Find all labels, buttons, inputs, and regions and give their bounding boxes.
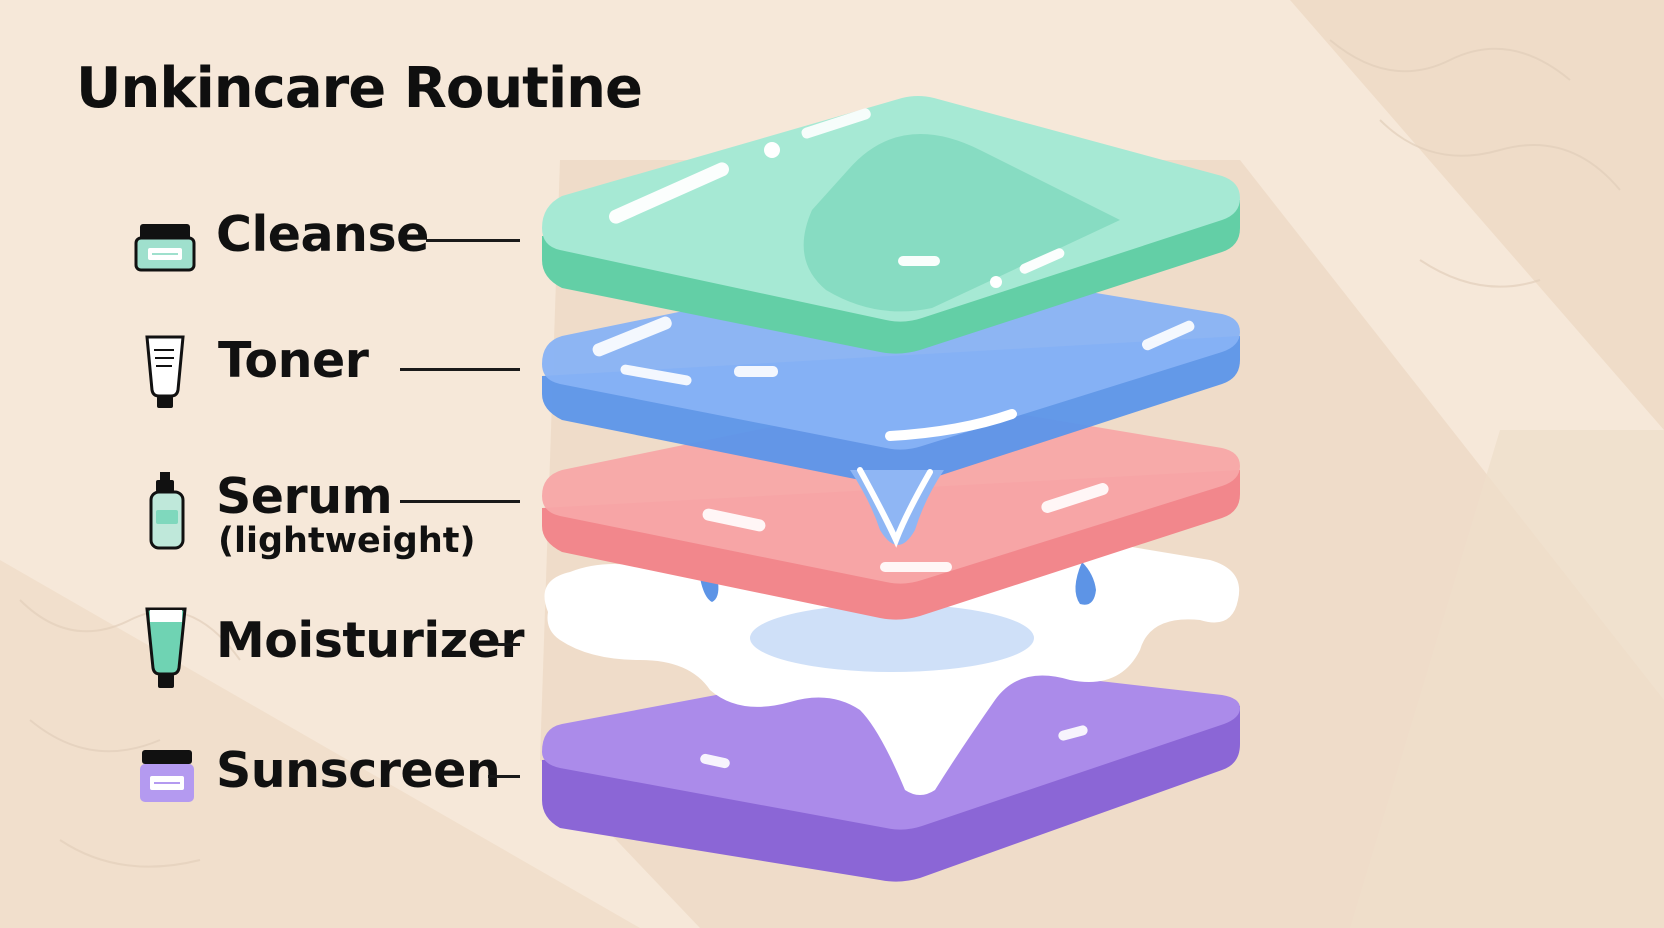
jar-icon — [134, 224, 196, 272]
tube-icon — [145, 335, 185, 408]
jar-icon — [140, 750, 194, 802]
leader-line-toner — [400, 368, 520, 371]
moisturizer-layer — [544, 516, 1240, 795]
leader-line-sunscreen — [488, 775, 520, 778]
step-label-sunscreen: Sunscreen — [216, 742, 501, 799]
step-note-serum: (lightweight) — [218, 521, 476, 561]
pump-bottle-icon — [149, 472, 185, 550]
page-title: Unkincare Routine — [76, 56, 643, 121]
tube-icon — [145, 607, 187, 688]
leader-line-cleanse — [426, 239, 520, 242]
step-label-cleanse: Cleanse — [216, 206, 429, 263]
step-label-toner: Toner — [218, 332, 369, 389]
step-label-serum: Serum — [216, 468, 393, 525]
step-label-moisturizer: Moisturizer — [216, 612, 525, 669]
cleanse-layer — [542, 96, 1240, 354]
leader-line-serum — [400, 500, 520, 503]
leader-line-moisturizer — [498, 643, 520, 646]
